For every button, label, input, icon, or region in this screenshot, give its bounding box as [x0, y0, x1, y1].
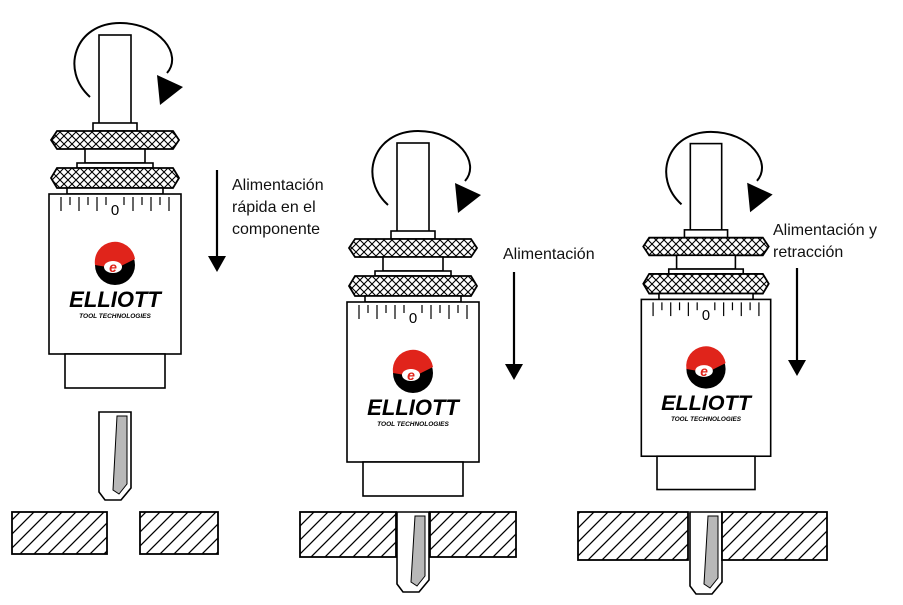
logo-white-center: [695, 365, 713, 377]
logo-red-swirl: [94, 241, 135, 267]
elliott-logo-icon: e: [686, 346, 726, 389]
upper-knurled-nut: [642, 236, 770, 257]
drive-shank: [396, 142, 430, 234]
feed-arrow-head: [788, 360, 806, 376]
cutter-flute: [112, 415, 128, 495]
brand-name: ELLIOTT: [367, 395, 460, 420]
shank-collar: [92, 122, 138, 132]
logo-symbol: e: [700, 364, 708, 379]
logo-red-swirl: [686, 346, 726, 371]
caption-rapid-feed: Alimentación rápida en el componente: [232, 175, 324, 241]
shank-collar: [683, 229, 729, 239]
rotation-arrow-head: [747, 182, 773, 213]
lower-knurled-nut: [347, 275, 479, 297]
elliott-logo-icon: e: [94, 241, 135, 285]
brand-tagline: TOOL TECHNOLOGIES: [671, 416, 742, 423]
workpiece-section: [429, 511, 517, 558]
scale-zero-label: 0: [409, 310, 417, 327]
upper-knurled-nut: [347, 238, 479, 258]
caption-line: rápida en el: [232, 199, 316, 216]
rotation-arrow-head: [455, 183, 481, 213]
logo-symbol: e: [109, 259, 117, 275]
drive-shank: [98, 34, 132, 126]
workpiece-section: [577, 511, 689, 561]
brand-tagline: TOOL TECHNOLOGIES: [377, 421, 449, 428]
caption-feed-retract: Alimentación y retracción: [773, 220, 877, 264]
cutter-flute: [703, 515, 719, 589]
brand-name: ELLIOTT: [661, 390, 753, 415]
stop-collar: [362, 461, 464, 497]
logo-white-center: [104, 261, 122, 273]
brand-tagline: TOOL TECHNOLOGIES: [79, 313, 151, 320]
caption-line: retracción: [773, 244, 844, 261]
drive-shank: [689, 142, 723, 233]
stop-collar: [64, 353, 166, 389]
workpiece-section: [721, 511, 828, 561]
cutter-flute: [410, 515, 426, 587]
workpiece-section: [139, 511, 219, 555]
feed-arrow-head: [505, 364, 523, 380]
scale-zero-label: 0: [111, 202, 119, 219]
caption-line: componente: [232, 221, 321, 238]
nut-base: [658, 292, 754, 301]
lower-knurled-nut: [642, 273, 770, 295]
scale-zero-label: 0: [702, 308, 710, 324]
logo-symbol: e: [407, 367, 415, 383]
feed-arrow-head: [208, 256, 226, 272]
lower-knurled-nut: [49, 167, 181, 189]
caption-feed: Alimentación: [503, 244, 595, 266]
nut-base: [66, 187, 164, 195]
workpiece-section: [299, 511, 397, 558]
logo-white-center: [402, 369, 420, 381]
workpiece-section: [11, 511, 108, 555]
elliott-logo-icon: e: [392, 349, 433, 393]
logo-red-swirl: [392, 349, 433, 375]
caption-line: Alimentación: [232, 177, 324, 194]
spacer-ring: [382, 256, 444, 272]
brand-name: ELLIOTT: [69, 287, 162, 312]
stop-collar: [656, 455, 756, 491]
rotation-arrow-icon: [371, 129, 471, 206]
nut-base: [364, 295, 462, 303]
spacer-ring: [675, 254, 737, 270]
rotation-arrow-icon: [73, 21, 173, 98]
spacer-ring: [84, 148, 146, 164]
caption-line: Alimentación: [503, 246, 595, 263]
shank-collar: [390, 230, 436, 240]
rotation-arrow-icon: [665, 130, 763, 206]
caption-line: Alimentación y: [773, 222, 878, 239]
upper-knurled-nut: [49, 130, 181, 150]
rotation-arrow-head: [157, 75, 183, 105]
